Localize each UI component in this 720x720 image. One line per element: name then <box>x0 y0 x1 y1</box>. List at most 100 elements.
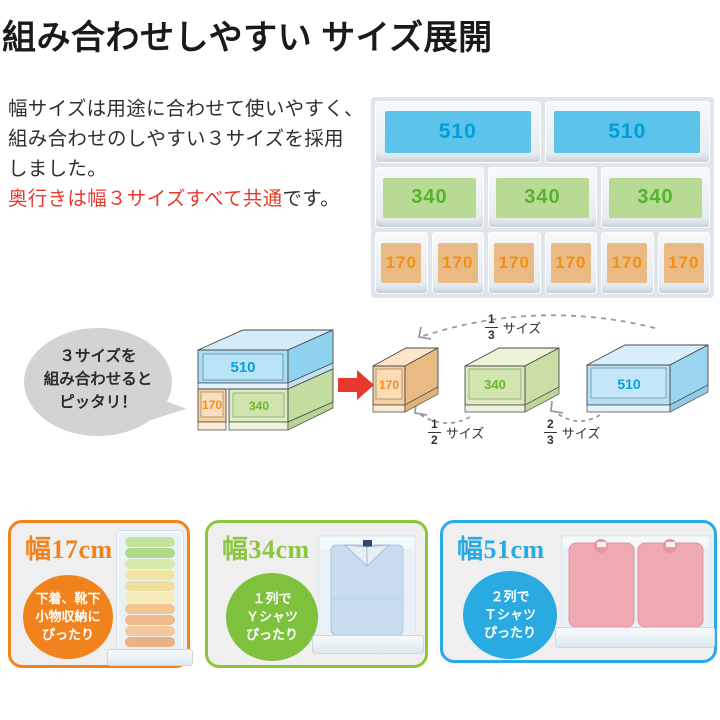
drawer-cell: 170 <box>544 232 597 295</box>
fraction-suffix: サイズ <box>561 425 601 441</box>
clothes-strip <box>125 570 175 581</box>
drawer-cell: 340 <box>488 166 597 229</box>
size-panel-340: 340 <box>382 177 477 218</box>
size-panel-170: 170 <box>494 243 535 284</box>
drawer-row-340: 340 340 340 <box>375 166 710 229</box>
stack-label-510: 510 <box>230 359 255 376</box>
size-label-510: 510 <box>617 376 641 392</box>
intro-red-suffix: です。 <box>282 188 340 210</box>
circle-line-1: １列で <box>252 591 292 606</box>
clothes-strip <box>125 592 175 603</box>
drawer-cell: 340 <box>601 166 710 229</box>
card-title: 幅51cm <box>457 535 545 564</box>
size-label-340: 340 <box>484 377 506 392</box>
drawer-row-170: 170 170 170 170 170 170 <box>375 232 710 295</box>
size-panel-170: 170 <box>550 243 591 284</box>
drawer-cell: 170 <box>431 232 484 295</box>
fraction-numerator: 2 <box>547 417 554 431</box>
three-sizes-illustration: 170 340 510 1 3 サイズ 1 2 サイズ 2 3 サイズ <box>368 303 718 458</box>
page-title: 組み合わせしやすい サイズ展開 <box>2 20 493 57</box>
stacked-drawers-illustration: 510 170 340 <box>193 325 335 443</box>
red-arrow-head <box>357 370 374 400</box>
t-shirts-photo <box>561 535 711 631</box>
fraction-suffix: サイズ <box>502 320 542 336</box>
drawer-cell: 340 <box>375 166 484 229</box>
usage-circle-badge: 下着、靴下 小物収納に ぴったり <box>23 575 113 659</box>
fraction-two-thirds: 2 3 サイズ <box>544 418 600 446</box>
clothes-strip <box>125 581 175 592</box>
size-panel-340: 340 <box>608 177 703 218</box>
card-width-34cm: 幅34cm １列で Ｙシャツ ぴったり <box>205 520 428 668</box>
size-panel-340: 340 <box>495 177 590 218</box>
fraction-numerator: 1 <box>488 312 495 326</box>
size-panel-170: 170 <box>663 243 704 284</box>
circle-line-2: Ｔシャツ <box>483 607 536 622</box>
card-title: 幅34cm <box>222 535 310 564</box>
fraction-value: 2 3 <box>544 418 557 446</box>
size-panel-510: 510 <box>554 110 701 153</box>
red-arrow-icon <box>338 370 376 400</box>
circle-line-3: ぴったり <box>41 627 94 642</box>
card-width-17cm: 幅17cm 下着、靴下 小物収納に ぴったり <box>8 520 193 668</box>
fraction-suffix: サイズ <box>445 425 485 441</box>
bubble-line-1: ３サイズを <box>59 348 137 365</box>
circle-line-1: 下着、靴下 <box>35 591 101 606</box>
clothes-strip <box>125 537 175 548</box>
drawer-cell: 170 <box>657 232 710 295</box>
usage-circle-badge: ２列で Ｔシャツ ぴったり <box>463 571 557 659</box>
red-arrow-tail <box>338 378 357 392</box>
drawer-row-510: 510 510 <box>375 101 710 163</box>
fraction-one-half: 1 2 サイズ <box>428 418 484 446</box>
size-label-170: 170 <box>379 378 399 392</box>
intro-red-highlight: 奥行きは幅３サイズすべて共通 <box>8 188 283 210</box>
fraction-denominator: 2 <box>428 431 441 447</box>
drawer-front-lip <box>107 649 193 666</box>
card-title: 幅17cm <box>25 535 113 564</box>
clothes-strip <box>125 548 175 559</box>
size-panel-170: 170 <box>607 243 648 284</box>
folded-clothes-photo <box>116 530 184 654</box>
card-width-51cm: 幅51cm ２列で Ｔシャツ ぴったり <box>440 520 717 663</box>
three-sizes-drawing: 170 340 510 <box>372 314 709 424</box>
circle-line-1: ２列で <box>490 589 530 604</box>
drawer-cell: 170 <box>375 232 428 295</box>
clothes-strip <box>125 636 175 647</box>
size-panel-170: 170 <box>381 243 422 284</box>
clothes-strip <box>125 559 175 570</box>
size-panel-170: 170 <box>437 243 478 284</box>
drawer-front-lip <box>555 627 715 648</box>
intro-line-4: 奥行きは幅３サイズすべて共通です。 <box>8 184 364 214</box>
circle-line-3: ぴったり <box>245 627 298 642</box>
intro-line-2: 組み合わせのしやすい３サイズを採用 <box>8 128 344 150</box>
drawer-cell: 510 <box>375 101 541 163</box>
fraction-one-third: 1 3 サイズ <box>485 313 541 341</box>
stacked-drawers-drawing: 510 170 340 <box>197 329 334 431</box>
speech-bubble: ３サイズを 組み合わせると ピッタリ！ <box>24 328 172 436</box>
fraction-value: 1 2 <box>428 418 441 446</box>
bubble-line-3: ピッタリ！ <box>59 394 137 411</box>
drawer-cell: 170 <box>488 232 541 295</box>
intro-line-3: しました。 <box>8 158 108 180</box>
bubble-line-2: 組み合わせると <box>43 371 153 388</box>
drawer-cell: 510 <box>544 101 710 163</box>
stack-label-170: 170 <box>202 398 222 412</box>
clothes-strip <box>125 625 175 636</box>
fraction-value: 1 3 <box>485 313 498 341</box>
clothes-strip <box>125 603 175 614</box>
fraction-denominator: 3 <box>544 431 557 447</box>
drawer-width-lineup: 510 510 340 340 340 170 170 170 170 170 … <box>371 97 714 298</box>
size-panel-510: 510 <box>384 110 531 153</box>
usage-circle-badge: １列で Ｙシャツ ぴったり <box>226 573 318 661</box>
drawer-front-lip <box>312 635 424 654</box>
intro-line-1: 幅サイズは用途に合わせて使いやすく、 <box>8 98 364 120</box>
circle-line-3: ぴったり <box>483 625 536 640</box>
fraction-denominator: 3 <box>485 326 498 342</box>
intro-text: 幅サイズは用途に合わせて使いやすく、 組み合わせのしやすい３サイズを採用 しまし… <box>8 94 364 214</box>
clothes-strip <box>125 614 175 625</box>
speech-bubble-tail <box>150 396 188 424</box>
stack-label-340: 340 <box>249 399 269 413</box>
fraction-numerator: 1 <box>431 417 438 431</box>
y-shirt-photo <box>318 535 416 639</box>
circle-line-2: Ｙシャツ <box>245 609 298 624</box>
